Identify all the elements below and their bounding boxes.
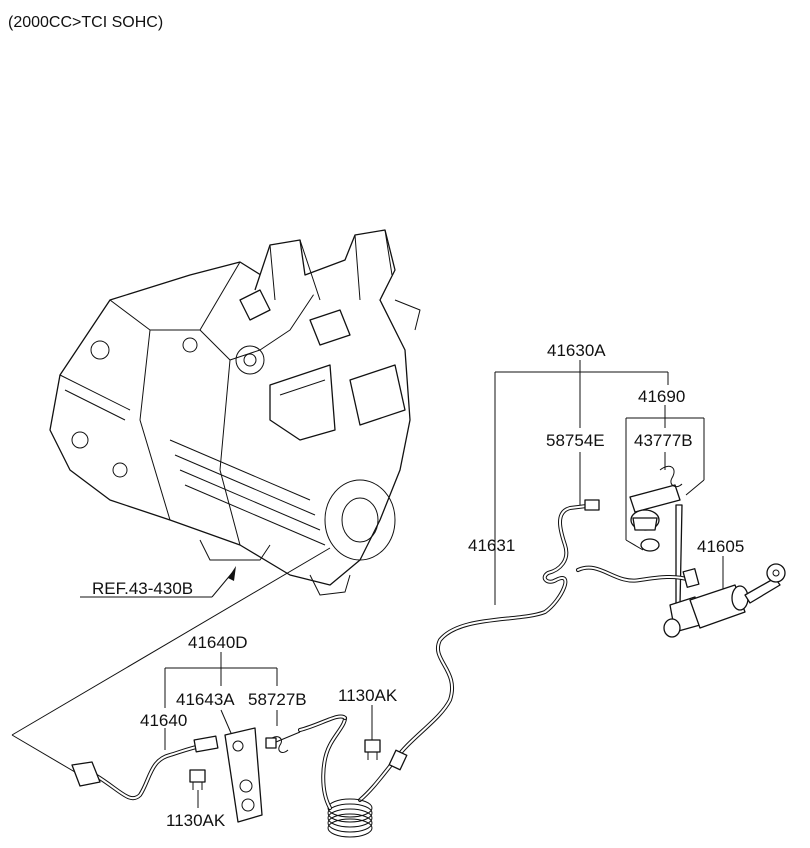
label-41640: 41640 [140, 711, 187, 730]
ref-label: REF.43-430B [92, 579, 193, 598]
label-41643A: 41643A [176, 690, 235, 709]
label-1130AK-top: 1130AK [338, 686, 398, 705]
diagram-title: (2000CC>TCI SOHC) [8, 14, 163, 31]
transmission-assembly [49, 229, 421, 596]
label-41631: 41631 [468, 536, 515, 555]
label-58754E: 58754E [546, 431, 605, 450]
part-labels: REF.43-430B 41630A 41690 58754E 43777B 4… [92, 341, 744, 830]
label-41630A: 41630A [547, 341, 606, 360]
clutch-tube [298, 499, 600, 838]
label-58727B: 58727B [248, 690, 307, 709]
label-1130AK-bottom: 1130AK [166, 811, 226, 830]
label-41605: 41605 [697, 537, 744, 556]
label-43777B: 43777B [634, 431, 693, 450]
clutch-hose-assembly [71, 727, 381, 823]
label-41640D: 41640D [188, 633, 248, 652]
label-41690: 41690 [638, 387, 685, 406]
clutch-master-cylinder [576, 465, 786, 638]
